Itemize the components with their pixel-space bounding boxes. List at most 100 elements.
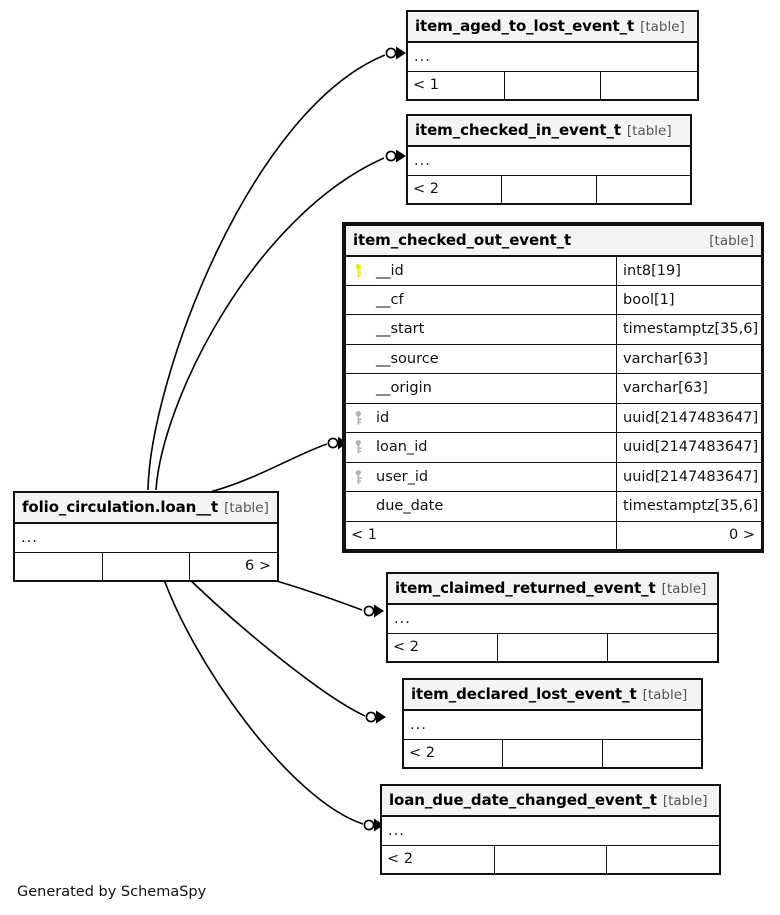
table-item-checked-in-event-t[interactable]: item_checked_in_event_t [table] ... < 2 [406,114,692,205]
table-columns-collapsed-row: ... [387,603,718,634]
column-name: __cf [345,284,617,315]
column-name: __origin [345,373,617,404]
column-type: bool[1] [616,284,762,315]
table-folio-circulation-loan-t[interactable]: folio_circulation.loan__t [table] ... 6 … [13,491,279,582]
foreign-key-icon [355,469,362,484]
table-columns-collapsed-row: ... [407,145,691,176]
column-name-with-key: id [345,402,617,433]
table-name: item_declared_lost_event_t [411,685,637,704]
crowsfoot-item-declared-lost [376,710,386,724]
edge-loan-to-loan-due-date-changed [159,567,364,825]
zero-marker-loan-due-date-changed [363,819,375,831]
table-item-declared-lost-event-t[interactable]: item_declared_lost_event_t [table] ... <… [402,678,703,769]
collapsed-columns-ellipsis: ... [381,815,720,846]
zero-marker-item-claimed-returned [363,605,375,617]
footer-middle-cell [497,632,608,662]
outbound-relations-count [601,738,703,768]
table-header-row: item_checked_in_event_t [table] [407,115,691,147]
inbound-relations-count: < 2 [406,174,503,204]
column-type: timestamptz[35,6] [616,314,762,345]
table-footer-row: < 2 [406,174,692,204]
table-column-row: __start timestamptz[35,6] [345,314,762,345]
collapsed-columns-ellipsis: ... [407,145,691,176]
table-header-row: item_aged_to_lost_event_t [table] [407,11,698,43]
outbound-relations-count [600,70,698,100]
outbound-relations-count [607,632,718,662]
generated-by-note: Generated by SchemaSpy [17,884,207,900]
column-name: __start [345,314,617,345]
table-name: folio_circulation.loan__t [22,498,219,517]
column-name-label: __source [376,350,439,367]
inbound-relations-count: < 2 [381,844,495,874]
table-item-aged-to-lost-event-t[interactable]: item_aged_to_lost_event_t [table] ... < … [406,10,699,101]
inbound-relations-count: < 1 [345,520,617,550]
outbound-relations-count: 6 > [189,551,278,581]
table-name: loan_due_date_changed_event_t [389,791,657,810]
crowsfoot-item-checked-in [396,149,406,163]
table-footer-row: < 2 [402,738,703,768]
foreign-key-icon [355,410,362,425]
table-footer-row: < 1 0 > [345,520,762,550]
outbound-relations-count [595,174,692,204]
footer-middle-cell [493,844,608,874]
column-name-label: __start [376,321,425,338]
column-name-label: __cf [376,291,404,308]
table-type-tag: [table] [626,123,672,140]
inbound-relations-count [14,551,103,581]
zero-marker-item-aged-to-lost [385,47,397,59]
table-column-row: __cf bool[1] [345,284,762,315]
table-columns-collapsed-row: ... [14,522,278,553]
zero-marker-item-checked-out [327,437,339,449]
table-type-tag: [table] [662,793,708,810]
column-type: uuid[2147483647] [616,402,762,433]
collapsed-columns-ellipsis: ... [14,522,278,553]
table-columns-collapsed-row: ... [381,815,720,846]
table-item-checked-out-event-t[interactable]: item_checked_out_event_t [table] __id int… [342,222,764,553]
table-type-tag: [table] [642,687,688,704]
column-type: varchar[63] [616,343,762,374]
table-type-tag: [table] [661,581,707,598]
inbound-relations-count: < 1 [407,70,505,100]
table-type-tag: [table] [640,19,685,36]
table-loan-due-date-changed-event-t[interactable]: loan_due_date_changed_event_t [table] ..… [380,784,721,875]
table-footer-row: 6 > [14,551,278,581]
column-name: due_date [345,491,617,522]
column-type: uuid[2147483647] [616,461,762,492]
table-columns-collapsed-row: ... [407,41,698,72]
table-footer-row: < 2 [387,632,718,662]
column-type: varchar[63] [616,373,762,404]
zero-marker-item-checked-in [385,150,397,162]
table-type-tag: [table] [224,500,269,517]
column-name-with-key: __id [345,255,617,286]
inbound-relations-count: < 2 [387,632,498,662]
collapsed-columns-ellipsis: ... [403,709,702,740]
column-name: __source [345,343,617,374]
column-name-label: due_date [376,498,444,515]
outbound-relations-count [606,844,720,874]
edge-loan-to-item-declared-lost [177,567,366,717]
table-type-tag: [table] [709,233,754,250]
table-header-row: item_declared_lost_event_t [table] [403,679,702,711]
outbound-relations-count: 0 > [616,520,762,550]
table-name: item_claimed_returned_event_t [395,579,656,598]
table-column-row: __source varchar[63] [345,343,762,374]
table-header-row: item_checked_out_event_t [table] [345,225,762,257]
inbound-relations-count: < 2 [402,738,504,768]
table-columns-collapsed-row: ... [403,709,702,740]
table-header-row: folio_circulation.loan__t [table] [14,492,278,524]
table-column-row: __origin varchar[63] [345,373,762,404]
footer-middle-cell [101,551,191,581]
table-header-row: loan_due_date_changed_event_t [table] [381,785,720,817]
column-name-with-key: user_id [345,461,617,492]
column-type: int8[19] [616,255,762,286]
column-name-label: __id [376,262,404,279]
column-name-label: __origin [376,380,432,397]
column-name-label: loan_id [376,439,428,456]
table-name: item_aged_to_lost_event_t [415,17,635,36]
table-item-claimed-returned-event-t[interactable]: item_claimed_returned_event_t [table] ..… [386,572,719,663]
